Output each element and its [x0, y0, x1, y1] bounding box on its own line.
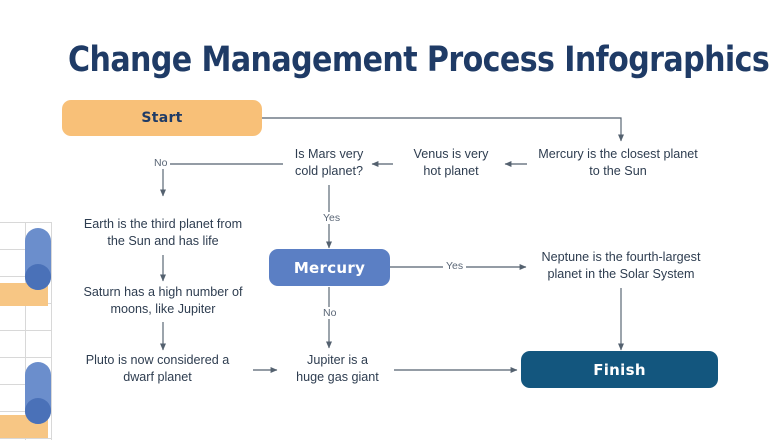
grid-line-h — [0, 222, 52, 223]
node-line: Neptune is the fourth-largest — [541, 250, 701, 264]
node-line: Saturn has a high number of — [83, 285, 243, 299]
node-line: the Sun and has life — [107, 234, 219, 248]
edge-label-no-to-earth: No — [151, 157, 171, 169]
grid-line-v — [25, 222, 26, 440]
edge-start-to-mercury-closest — [262, 117, 624, 142]
node-start[interactable]: Start — [62, 100, 262, 136]
decorative-pill-blue-dark — [25, 264, 51, 290]
node-line: Jupiter is a — [307, 353, 368, 367]
node-line: Pluto is now considered a — [85, 353, 230, 367]
node-line: dwarf planet — [123, 370, 192, 384]
node-mercury[interactable]: Mercury — [269, 249, 390, 286]
node-venus-hot: Venus is very hot planet — [397, 146, 505, 180]
node-line: Mercury is the closest planet — [538, 147, 698, 161]
edge-mars-no-to-earth — [160, 163, 283, 197]
node-line: Earth is the third planet from — [83, 217, 243, 231]
node-line: planet in the Solar System — [547, 267, 695, 281]
node-pluto-dwarf: Pluto is now considered a dwarf planet — [62, 352, 253, 386]
node-line: huge gas giant — [296, 370, 379, 384]
node-line: moons, like Jupiter — [110, 302, 216, 316]
node-line: to the Sun — [589, 164, 647, 178]
grid-line-h — [0, 438, 52, 439]
node-earth-third: Earth is the third planet from the Sun a… — [62, 216, 264, 250]
decorative-pill-blue-dark — [25, 398, 51, 424]
node-jupiter-gas: Jupiter is a huge gas giant — [281, 352, 394, 386]
node-line: cold planet? — [295, 164, 363, 178]
node-mercury-closest: Mercury is the closest planet to the Sun — [528, 146, 708, 180]
grid-line-v — [51, 222, 52, 440]
node-finish[interactable]: Finish — [521, 351, 718, 388]
page-title: Change Management Process Infographics — [68, 40, 770, 80]
edge-label-no-to-jupiter: No — [320, 307, 340, 319]
node-neptune-fourth: Neptune is the fourth-largest planet in … — [529, 249, 713, 283]
node-line: hot planet — [423, 164, 479, 178]
grid-line-h — [0, 330, 52, 331]
node-saturn-moons: Saturn has a high number of moons, like … — [62, 284, 264, 318]
edge-label-yes-to-mercury: Yes — [320, 212, 344, 224]
edge-label-yes-to-neptune: Yes — [443, 260, 467, 272]
node-line: Venus is very — [413, 147, 489, 161]
node-line: Is Mars very — [294, 147, 364, 161]
grid-line-h — [0, 357, 52, 358]
node-mars-cold: Is Mars very cold planet? — [277, 146, 381, 180]
